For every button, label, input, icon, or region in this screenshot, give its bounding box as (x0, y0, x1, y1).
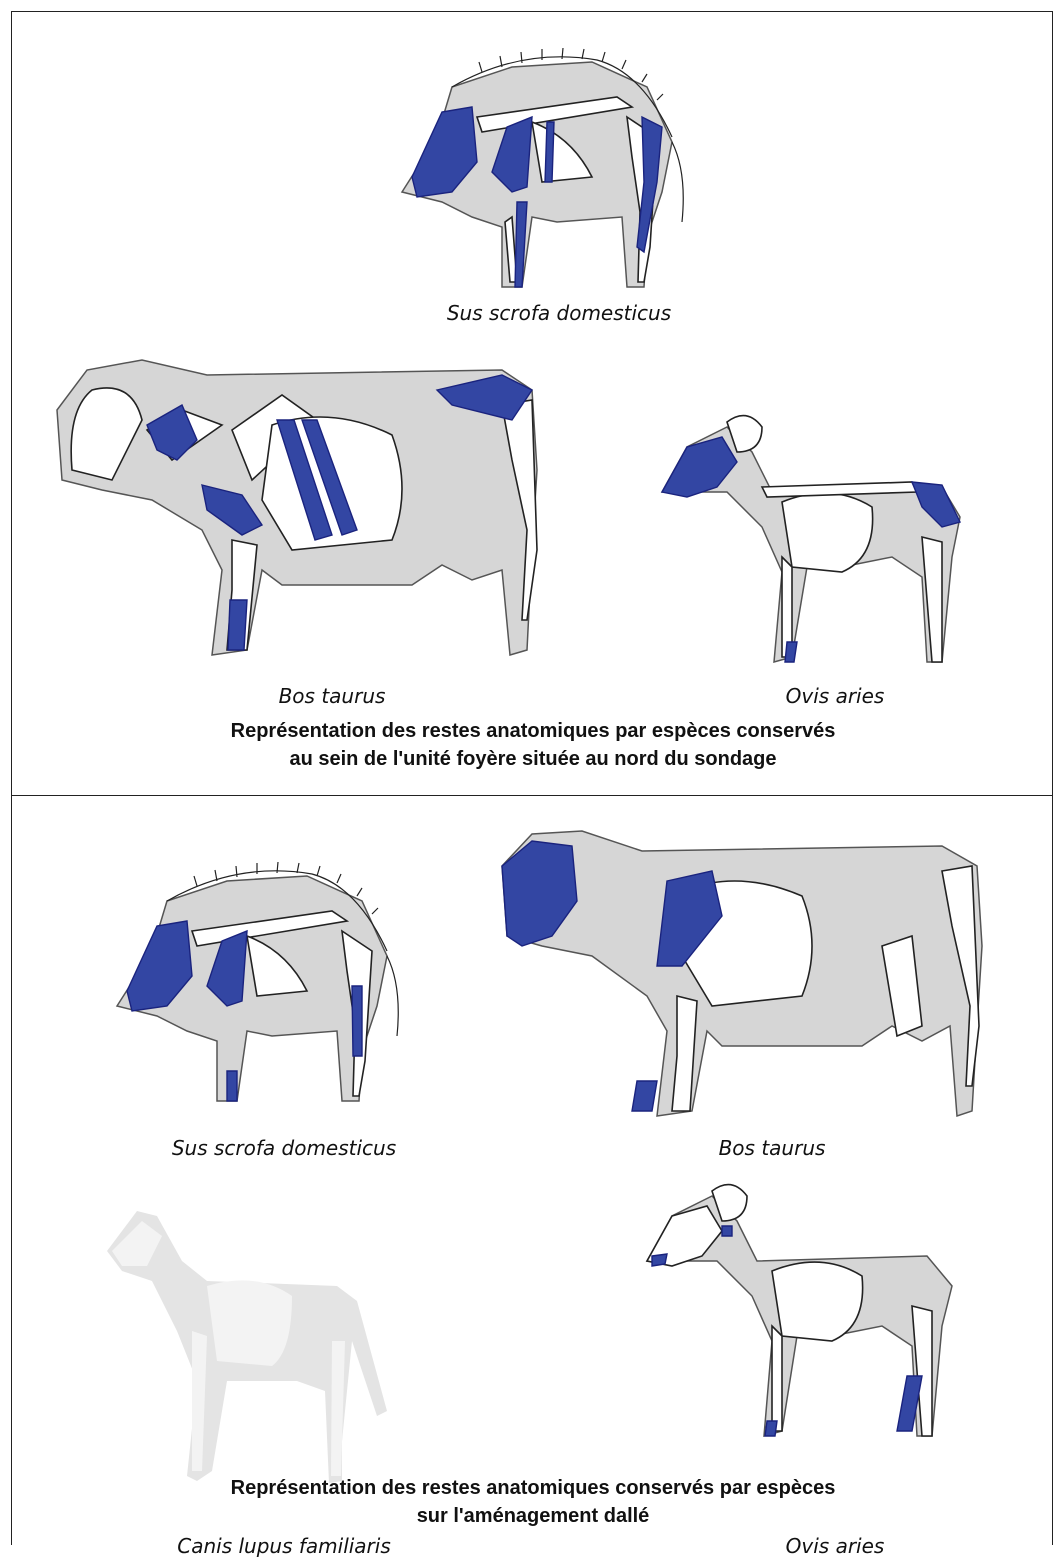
dog-skeleton-diagram (107, 1211, 387, 1483)
bottom-cow-label: Bos taurus (718, 1136, 826, 1160)
top-sheep-label: Ovis aries (785, 684, 885, 708)
sheep-skeleton-diagram (660, 414, 961, 664)
bottom-caption-line2: sur l'aménagement dallé (416, 1505, 650, 1527)
top-caption-line1: Représentation des restes anatomiques pa… (230, 720, 836, 742)
bottom-caption-line1: Représentation des restes anatomiques co… (230, 1477, 836, 1499)
bottom-caption: Représentation des restes anatomiques co… (12, 1474, 1053, 1530)
cow-skeleton-diagram (56, 359, 538, 656)
panel-hearth-unit: Sus scrofa domesticus Bos taurus Ovis ar… (11, 11, 1053, 796)
top-caption-line2: au sein de l'unité foyère située au nord… (289, 748, 777, 770)
bottom-sheep-label: Ovis aries (785, 1534, 885, 1558)
top-cow-label: Bos taurus (278, 684, 386, 708)
top-pig-label: Sus scrofa domesticus (446, 301, 672, 325)
cow-skeleton-diagram (501, 830, 983, 1118)
bottom-pig-label: Sus scrofa domesticus (171, 1136, 397, 1160)
top-caption: Représentation des restes anatomiques pa… (12, 717, 1053, 773)
pig-skeleton-diagram (115, 861, 399, 1102)
panel-paved-structure: Sus scrofa domesticus Bos taurus Canis l… (11, 795, 1053, 1558)
bottom-dog-label: Canis lupus familiaris (177, 1534, 391, 1558)
sheep-skeleton-diagram (645, 1183, 953, 1438)
pig-skeleton-diagram (400, 47, 684, 288)
